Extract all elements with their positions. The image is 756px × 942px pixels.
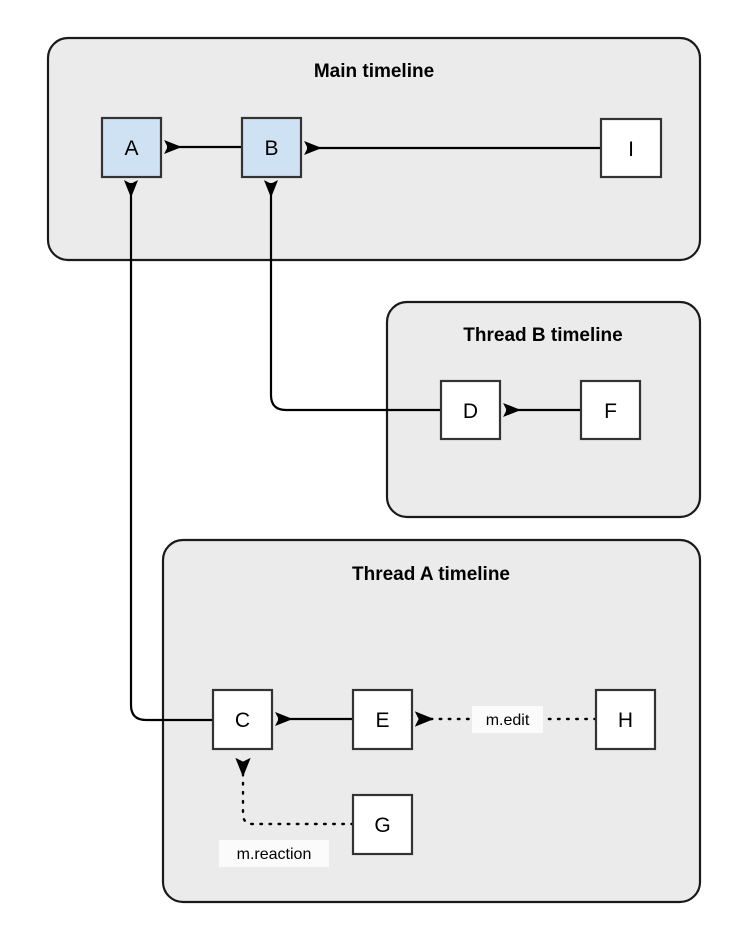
node-H[interactable]: H <box>594 688 657 751</box>
node-D-label: D <box>463 400 478 423</box>
node-I[interactable]: I <box>599 117 663 179</box>
node-D[interactable]: D <box>439 379 502 441</box>
edge-layer <box>123 139 601 826</box>
node-B-label: B <box>264 137 278 160</box>
node-C-label: C <box>235 709 250 732</box>
edge-D-to-B[interactable] <box>263 180 441 412</box>
node-A-label: A <box>124 137 138 160</box>
node-C-box <box>211 688 274 751</box>
node-F-label: F <box>604 400 617 423</box>
node-G[interactable]: G <box>351 793 414 856</box>
group-main-timeline-title: Main timeline <box>314 61 434 82</box>
node-D-box <box>439 379 502 441</box>
edge-label-m-edit-text: m.edit <box>486 712 530 729</box>
node-F[interactable]: F <box>579 379 642 441</box>
node-G-box <box>351 793 414 856</box>
node-I-label: I <box>628 138 634 161</box>
node-E[interactable]: E <box>351 688 414 751</box>
node-A-box <box>100 116 163 179</box>
node-E-label: E <box>375 709 389 732</box>
edge-label-m-reaction-text: m.reaction <box>237 846 312 863</box>
node-H-label: H <box>618 709 633 732</box>
node-G-label: G <box>374 814 390 837</box>
edge-label-m-edit: m.edit <box>472 706 543 733</box>
node-B-box <box>240 116 303 179</box>
group-thread-b-timeline-title: Thread B timeline <box>463 325 622 346</box>
node-F-box <box>579 379 642 441</box>
edge-label-m-reaction-bg <box>219 840 329 867</box>
node-I-box <box>599 117 663 179</box>
edge-C-to-A[interactable] <box>123 180 213 722</box>
node-H-box <box>594 688 657 751</box>
group-thread-a-timeline-title: Thread A timeline <box>352 564 510 585</box>
edge-label-m-reaction: m.reaction <box>219 840 329 867</box>
node-E-box <box>351 688 414 751</box>
edge-G-to-C-m-reaction[interactable] <box>235 757 355 826</box>
node-B[interactable]: B <box>240 116 303 179</box>
node-C[interactable]: C <box>211 688 274 751</box>
edge-label-m-edit-bg <box>472 706 543 733</box>
node-A[interactable]: A <box>100 116 163 179</box>
